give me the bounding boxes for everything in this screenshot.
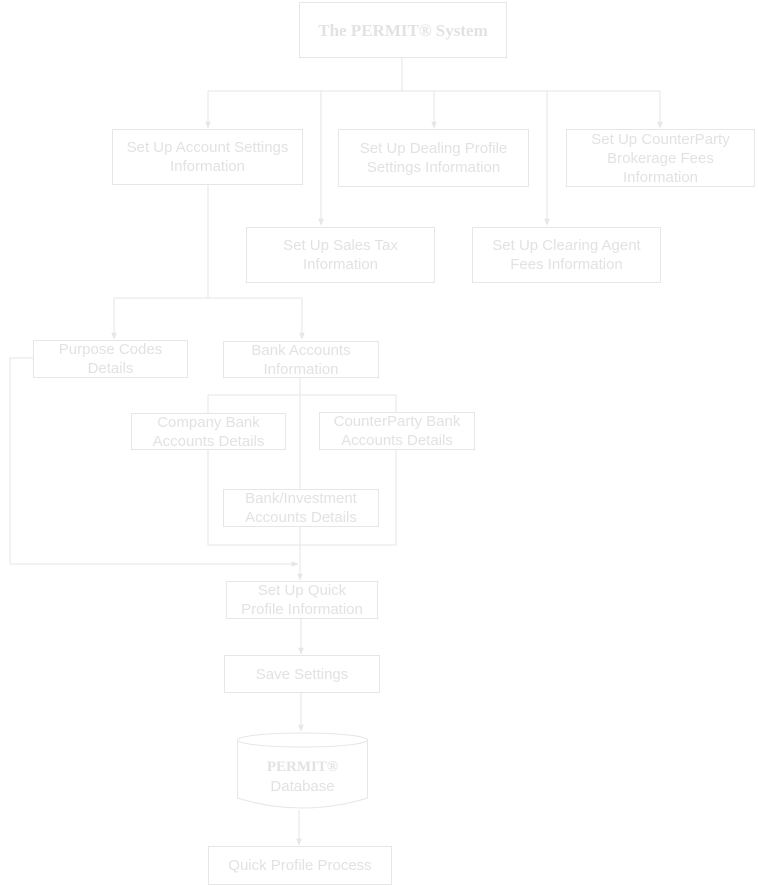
database-cylinder-icon (237, 732, 368, 809)
connector-purpose-codes-loop (9, 357, 299, 567)
counterparty-bank-box: CounterParty Bank Accounts Details (319, 412, 475, 450)
sales-tax-label: Set Up Sales Tax Information (283, 237, 398, 273)
brokerage-fees-label: Set Up CounterParty Brokerage Fees Infor… (591, 131, 730, 186)
dealing-profile-box: Set Up Dealing Profile Settings Informat… (338, 129, 529, 187)
bank-accounts-box: Bank Accounts Information (223, 341, 379, 378)
database-label: PERMIT® Database (237, 758, 368, 796)
quick-profile-label: Set Up Quick Profile Information (241, 582, 363, 618)
purpose-codes-label: Purpose Codes Details (58, 341, 163, 377)
clearing-agent-label: Set Up Clearing Agent Fees Information (492, 237, 641, 273)
company-bank-label: Company Bank Accounts Details (152, 413, 265, 450)
company-bank-box: Company Bank Accounts Details (131, 413, 286, 450)
save-settings-label: Save Settings (255, 665, 349, 683)
quick-profile-process-label: Quick Profile Process (228, 857, 372, 874)
database-text: Database (270, 778, 335, 795)
quick-profile-process-box: Quick Profile Process (208, 846, 392, 885)
bank-accounts-label: Bank Accounts Information (251, 341, 351, 378)
brokerage-fees-box: Set Up CounterParty Brokerage Fees Infor… (566, 129, 755, 187)
clearing-agent-box: Set Up Clearing Agent Fees Information (472, 227, 661, 283)
system-title: The PERMIT® System (318, 20, 488, 40)
bank-accounts-group-frame (207, 394, 397, 546)
sales-tax-box: Set Up Sales Tax Information (246, 227, 435, 283)
dealing-profile-label: Set Up Dealing Profile Settings Informat… (359, 140, 508, 176)
account-settings-label: Set Up Account Settings Information (126, 139, 289, 175)
database-name: PERMIT® (266, 759, 339, 775)
account-settings-box: Set Up Account Settings Information (112, 129, 303, 185)
system-title-box: The PERMIT® System (299, 2, 507, 58)
quick-profile-box: Set Up Quick Profile Information (226, 581, 378, 619)
purpose-codes-box: Purpose Codes Details (33, 340, 188, 378)
counterparty-bank-label: CounterParty Bank Accounts Details (333, 413, 461, 449)
bank-investment-label: Bank/Investment Accounts Details (245, 490, 357, 526)
bank-investment-box: Bank/Investment Accounts Details (223, 489, 379, 527)
save-settings-box: Save Settings (224, 655, 380, 693)
